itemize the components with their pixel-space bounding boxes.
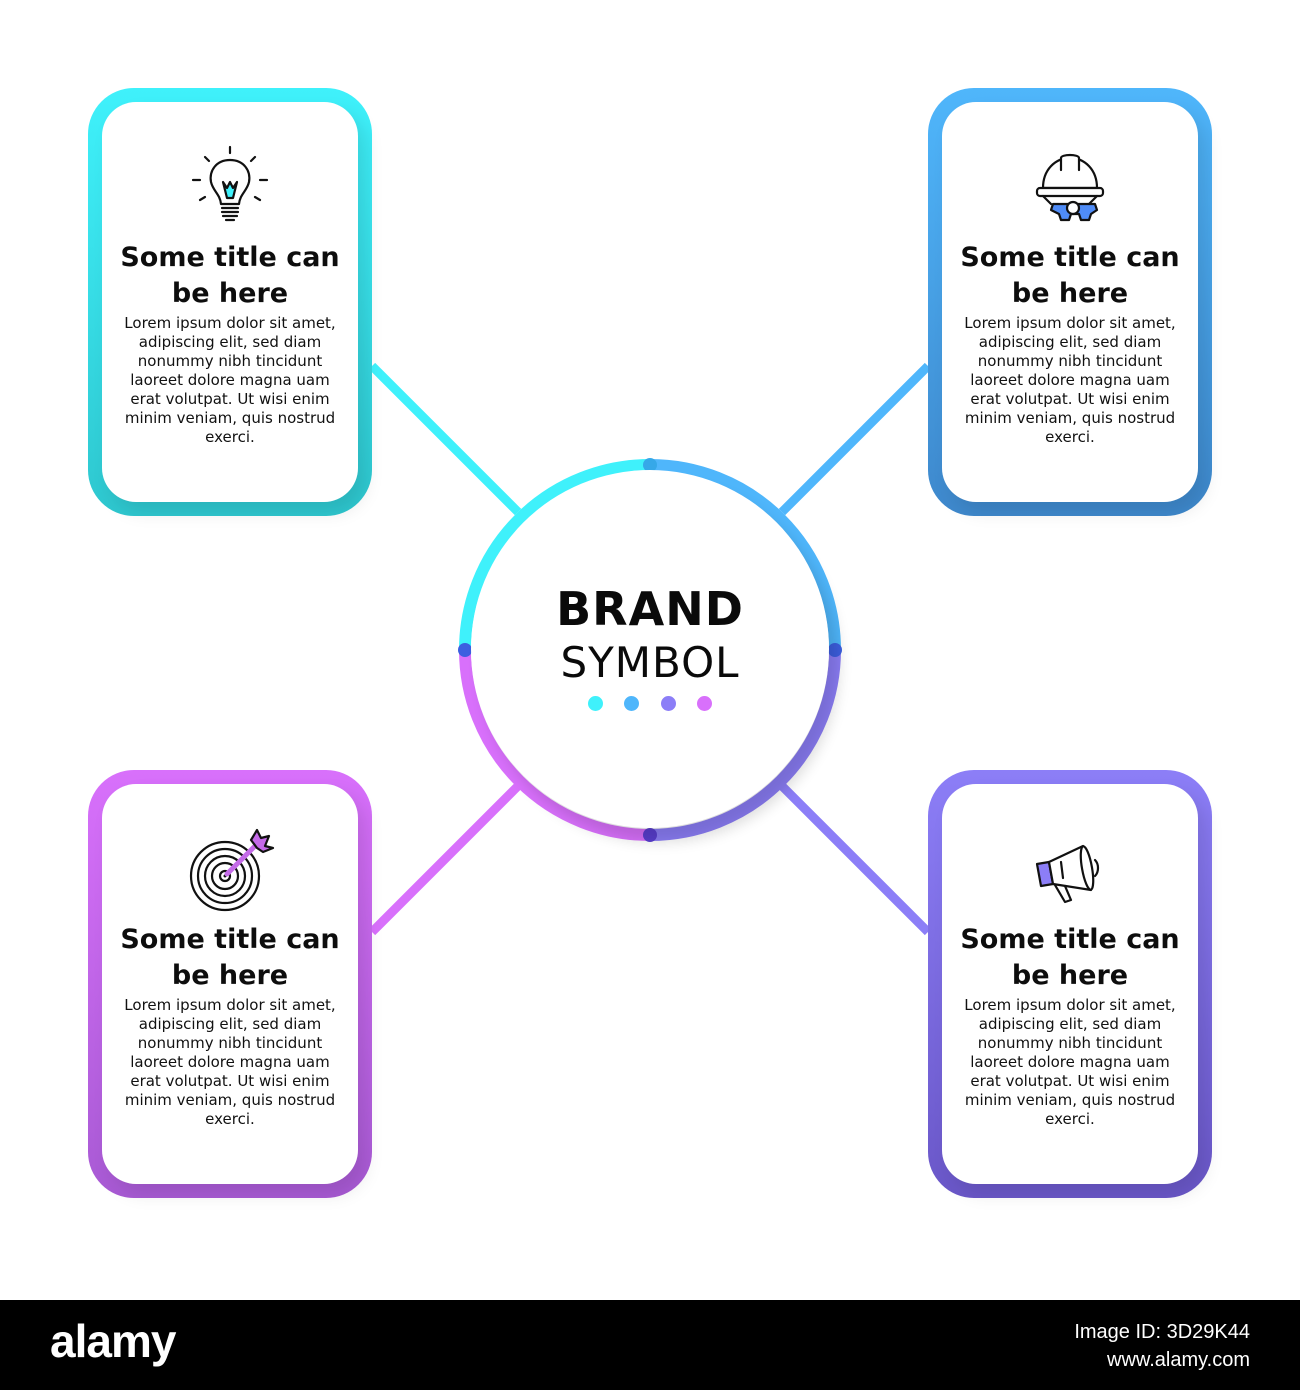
dot-1 <box>588 696 604 711</box>
connector-top-left <box>368 362 522 516</box>
dot-2 <box>624 696 640 711</box>
connector-bottom-right <box>778 782 932 936</box>
ring-segment-bottom-right <box>649 649 841 841</box>
color-dots <box>471 696 829 715</box>
card-bottom-left: Some title can be here Lorem ipsum dolor… <box>88 770 372 1198</box>
alamy-logo: alamy <box>50 1315 176 1367</box>
card-body: Lorem ipsum dolor sit amet, adipiscing e… <box>124 314 336 446</box>
card-bottom-right: Some title can be here Lorem ipsum dolor… <box>928 770 1212 1198</box>
card-top-left: Some title can be here Lorem ipsum dolor… <box>88 88 372 516</box>
connector-lines <box>368 362 932 936</box>
image-id-block: Image ID: 3D29K44 www.alamy.com <box>1074 1318 1250 1374</box>
ring-node-right <box>828 643 842 657</box>
card-title: Some title can be here <box>120 924 340 991</box>
site-url-text: www.alamy.com <box>1107 1349 1250 1371</box>
brand-word: BRAND <box>556 582 744 636</box>
ring-segment-bottom-left <box>459 649 651 841</box>
center-circle: BRAND SYMBOL <box>471 470 829 828</box>
infographic-diagram: BRAND SYMBOL <box>88 88 1212 1198</box>
card-panel: Some title can be here Lorem ipsum dolor… <box>102 784 358 1184</box>
helmet-gear-icon <box>1025 142 1115 232</box>
lightbulb-icon <box>185 142 275 232</box>
card-panel: Some title can be here Lorem ipsum dolor… <box>942 784 1198 1184</box>
connector-top-right <box>778 362 932 516</box>
megaphone-icon <box>1025 824 1115 914</box>
ring-segment-top-left <box>459 459 651 651</box>
connector-bottom-left <box>368 782 522 936</box>
ring-node-top <box>643 458 657 472</box>
ring-segment-top-right <box>649 459 841 651</box>
ring-node-left <box>458 643 472 657</box>
card-body: Lorem ipsum dolor sit amet, adipiscing e… <box>124 996 336 1128</box>
card-title: Some title can be here <box>960 924 1180 991</box>
card-panel: Some title can be here Lorem ipsum dolor… <box>102 102 358 502</box>
symbol-word: SYMBOL <box>560 638 740 687</box>
dot-4 <box>696 696 712 711</box>
card-body: Lorem ipsum dolor sit amet, adipiscing e… <box>964 996 1176 1128</box>
stock-watermark-bar: alamy Image ID: 3D29K44 www.alamy.com <box>0 1300 1300 1390</box>
card-panel: Some title can be here Lorem ipsum dolor… <box>942 102 1198 502</box>
dot-3 <box>660 696 676 711</box>
card-body: Lorem ipsum dolor sit amet, adipiscing e… <box>964 314 1176 446</box>
card-top-right: Some title can be here Lorem ipsum dolor… <box>928 88 1212 516</box>
card-title: Some title can be here <box>120 242 340 309</box>
card-title: Some title can be here <box>960 242 1180 309</box>
image-id-text: Image ID: 3D29K44 <box>1074 1321 1250 1343</box>
ring-node-bottom <box>643 828 657 842</box>
target-arrow-icon <box>185 824 275 914</box>
